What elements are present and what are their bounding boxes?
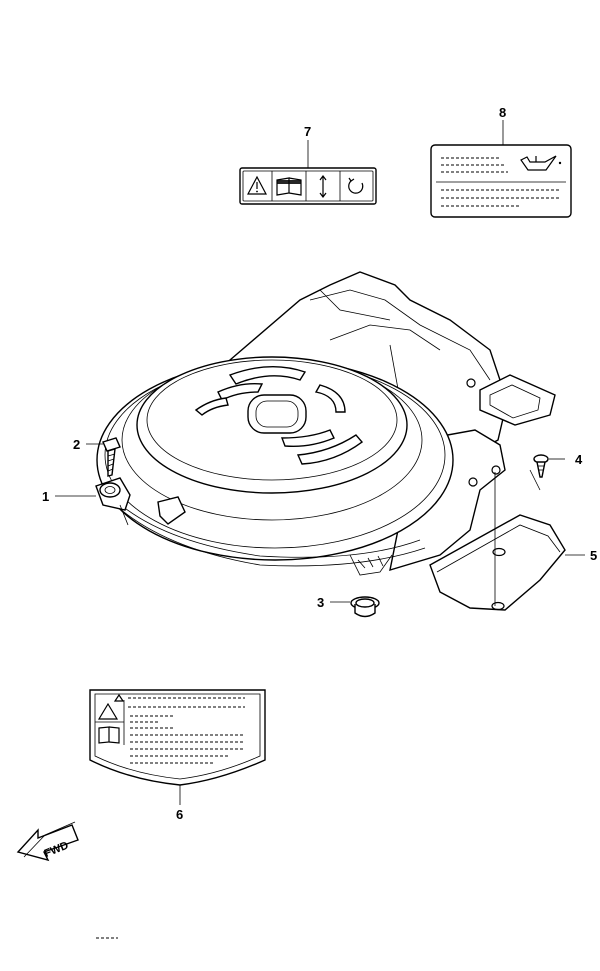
up-down-arrow-icon	[319, 175, 327, 198]
warning-icon	[97, 702, 119, 720]
grommet-part-3	[330, 596, 380, 618]
callout-8: 8	[499, 105, 506, 120]
callout-4: 4	[575, 452, 583, 467]
manual-book-icon	[98, 726, 120, 744]
callout-7: 7	[304, 124, 311, 139]
fwd-direction-arrow: FWD	[16, 821, 79, 862]
callout-3: 3	[317, 595, 324, 610]
bolt-part-2	[86, 437, 121, 477]
starter-case-part-1	[95, 271, 556, 576]
callout-5: 5	[590, 548, 597, 563]
callout-6: 6	[176, 807, 183, 822]
rotation-icon	[348, 177, 364, 194]
callout-1: 1	[42, 489, 49, 504]
callout-2: 2	[73, 437, 80, 452]
warning-icon	[247, 175, 267, 195]
screw-part-4	[529, 454, 565, 491]
manual-book-icon	[276, 177, 302, 196]
cover-plate-part-5	[429, 472, 585, 611]
part-8-oil-label	[430, 120, 572, 218]
oil-can-icon	[520, 155, 562, 171]
part-6-warning-label	[89, 689, 266, 805]
part-7-pictogram-label	[239, 140, 377, 205]
